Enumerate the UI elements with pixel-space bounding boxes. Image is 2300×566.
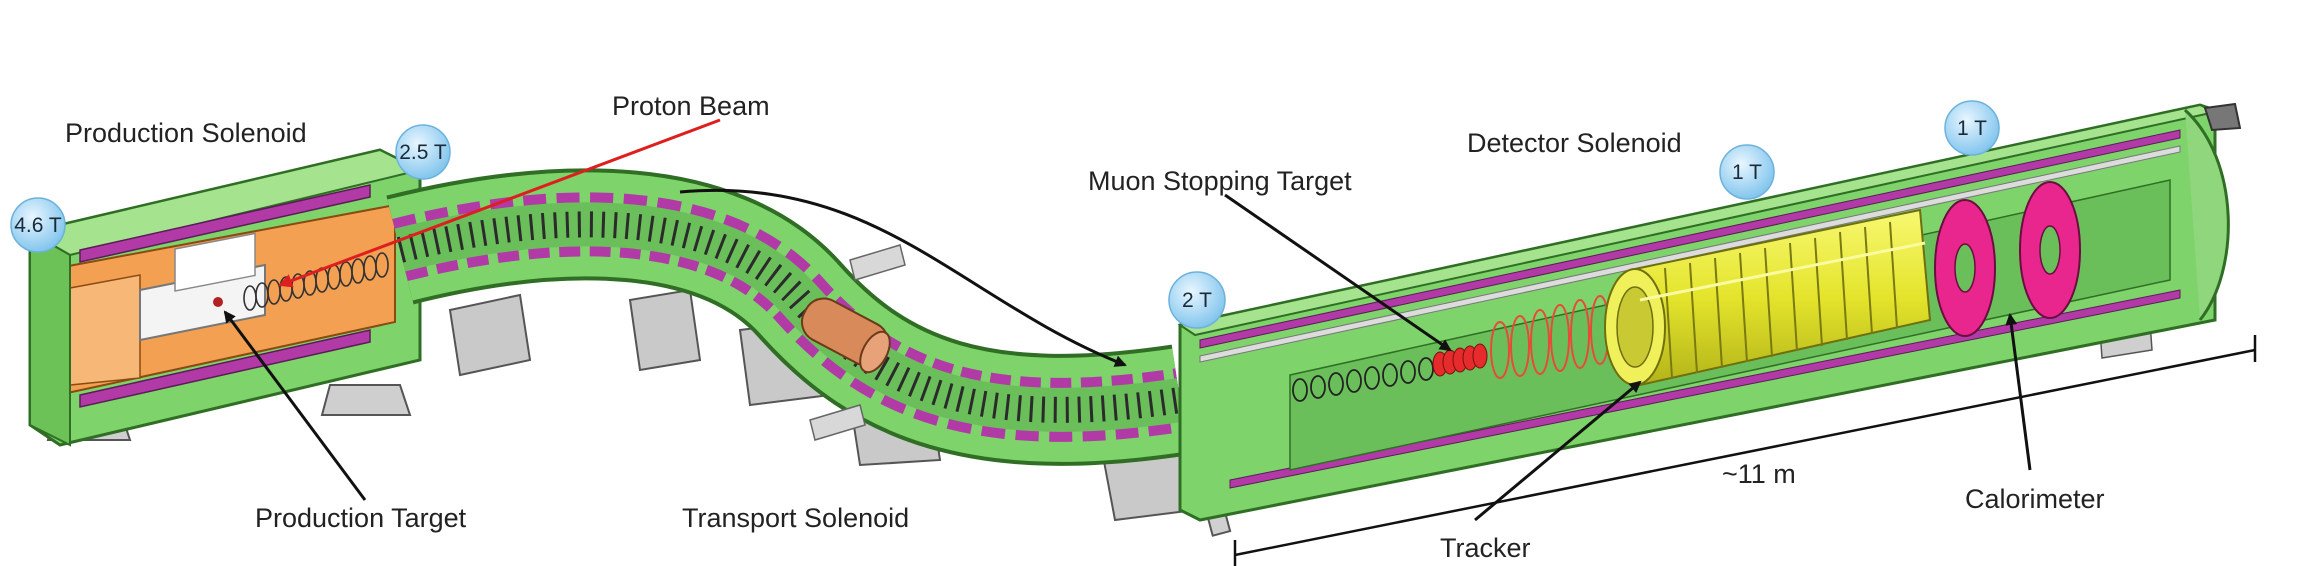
proton-beam-label: Proton Beam (612, 91, 770, 121)
ds-rail (1199, 145, 2181, 363)
tracker (1604, 208, 1932, 387)
field-badge-ds-calorimeter: 1 T (1944, 100, 2000, 156)
calorimeter (1934, 181, 2081, 337)
ds-coil-bar (1229, 289, 2181, 489)
production-solenoid-label: Production Solenoid (65, 118, 307, 148)
detector-solenoid (1177, 102, 2242, 522)
ps-heat-shield (69, 274, 141, 386)
field-badge-ds-entrance: 2 T (1168, 271, 1226, 329)
production-target-dot (213, 297, 223, 307)
transport-solenoid (386, 168, 1232, 537)
length-dimension (1233, 335, 2257, 566)
production-target-label: Production Target (255, 503, 467, 533)
ps-coil-bar (79, 184, 371, 263)
ps-helix (243, 252, 389, 311)
field-badge-label: 1 T (1957, 117, 1987, 140)
ts-bracket (849, 244, 906, 281)
proton-beam-arrow (278, 118, 721, 288)
length-label: ~11 m (1722, 459, 1796, 489)
ds-coil-bar (1199, 129, 2181, 349)
calorimeter-leader (2005, 313, 2032, 471)
muon-stopping-target (1432, 343, 1488, 377)
ts-support (628, 288, 702, 372)
detector-solenoid-label: Detector Solenoid (1467, 128, 1682, 158)
field-badge-ds-tracker: 1 T (1719, 144, 1775, 200)
field-badge-label: 1 T (1732, 161, 1762, 184)
production-target-leader (223, 310, 367, 501)
ds-entrance-helix (1292, 357, 1434, 402)
ts-collimator (800, 297, 891, 374)
field-badge-label: 2 T (1182, 289, 1212, 312)
field-badge-ps-upstream: 4.6 T (10, 197, 66, 253)
tracker-label: Tracker (1440, 533, 1531, 563)
ds-end-flange (2203, 102, 2242, 132)
ps-coil-bar (79, 329, 371, 408)
calorimeter-label: Calorimeter (1965, 484, 2105, 514)
field-badge-label: 4.6 T (14, 214, 62, 237)
tracker-leader (1474, 380, 1642, 522)
field-badge-ps-downstream: 2.5 T (395, 124, 451, 180)
ps-support-foot (320, 384, 412, 416)
ts-support (448, 293, 532, 377)
transport-solenoid-label: Transport Solenoid (682, 503, 909, 533)
ts-bracket (809, 404, 866, 441)
muon-flow-arrow (679, 189, 1127, 367)
ts-helix (396, 211, 1182, 423)
ps-end-cap (29, 230, 71, 447)
muon-stopping-target-label: Muon Stopping Target (1088, 166, 1352, 196)
stopping-target-leader (1224, 193, 1452, 352)
production-solenoid (27, 148, 423, 447)
field-badge-label: 2.5 T (399, 141, 447, 164)
ds-end-cap (2183, 108, 2230, 321)
ps-target-holder (174, 232, 256, 292)
